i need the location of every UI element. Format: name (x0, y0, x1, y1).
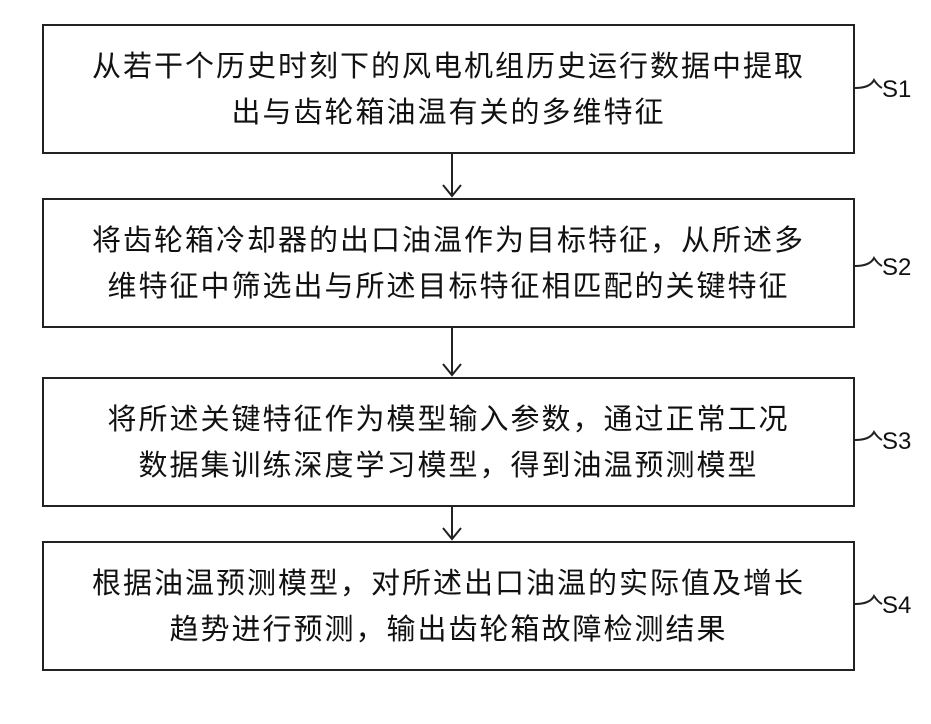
step-box-s3: 将所述关键特征作为模型输入参数，通过正常工况 数据集训练深度学习模型，得到油温预… (42, 377, 855, 507)
step-label-s1: S1 (882, 76, 911, 104)
step-box-s1: 从若干个历史时刻下的风电机组历史运行数据中提取 出与齿轮箱油温有关的多维特征 (42, 24, 855, 154)
leader-s3 (855, 432, 882, 440)
leader-s4 (855, 596, 882, 604)
step-box-s4: 根据油温预测模型，对所述出口油温的实际值及增长 趋势进行预测，输出齿轮箱故障检测… (42, 541, 855, 671)
step-box-s2: 将齿轮箱冷却器的出口油温作为目标特征，从所述多 维特征中筛选出与所述目标特征相匹… (42, 198, 855, 328)
leader-s2 (855, 258, 882, 266)
step-text-s2: 将齿轮箱冷却器的出口油温作为目标特征，从所述多 维特征中筛选出与所述目标特征相匹… (59, 217, 839, 309)
step-s3-line1: 将所述关键特征作为模型输入参数，通过正常工况 (59, 396, 839, 442)
step-s2-line2: 维特征中筛选出与所述目标特征相匹配的关键特征 (59, 263, 839, 309)
step-label-s3: S3 (882, 428, 911, 456)
step-s3-line2: 数据集训练深度学习模型，得到油温预测模型 (59, 442, 839, 488)
step-text-s3: 将所述关键特征作为模型输入参数，通过正常工况 数据集训练深度学习模型，得到油温预… (59, 396, 839, 488)
step-text-s4: 根据油温预测模型，对所述出口油温的实际值及增长 趋势进行预测，输出齿轮箱故障检测… (59, 560, 839, 652)
step-label-s4: S4 (882, 592, 911, 620)
step-s4-line2: 趋势进行预测，输出齿轮箱故障检测结果 (59, 606, 839, 652)
leader-s1 (855, 80, 882, 88)
step-s2-line1: 将齿轮箱冷却器的出口油温作为目标特征，从所述多 (59, 217, 839, 263)
step-label-s2: S2 (882, 254, 911, 282)
step-s4-line1: 根据油温预测模型，对所述出口油温的实际值及增长 (59, 560, 839, 606)
step-text-s1: 从若干个历史时刻下的风电机组历史运行数据中提取 出与齿轮箱油温有关的多维特征 (59, 43, 839, 135)
step-s1-line1: 从若干个历史时刻下的风电机组历史运行数据中提取 (59, 43, 839, 89)
step-s1-line2: 出与齿轮箱油温有关的多维特征 (59, 89, 839, 135)
